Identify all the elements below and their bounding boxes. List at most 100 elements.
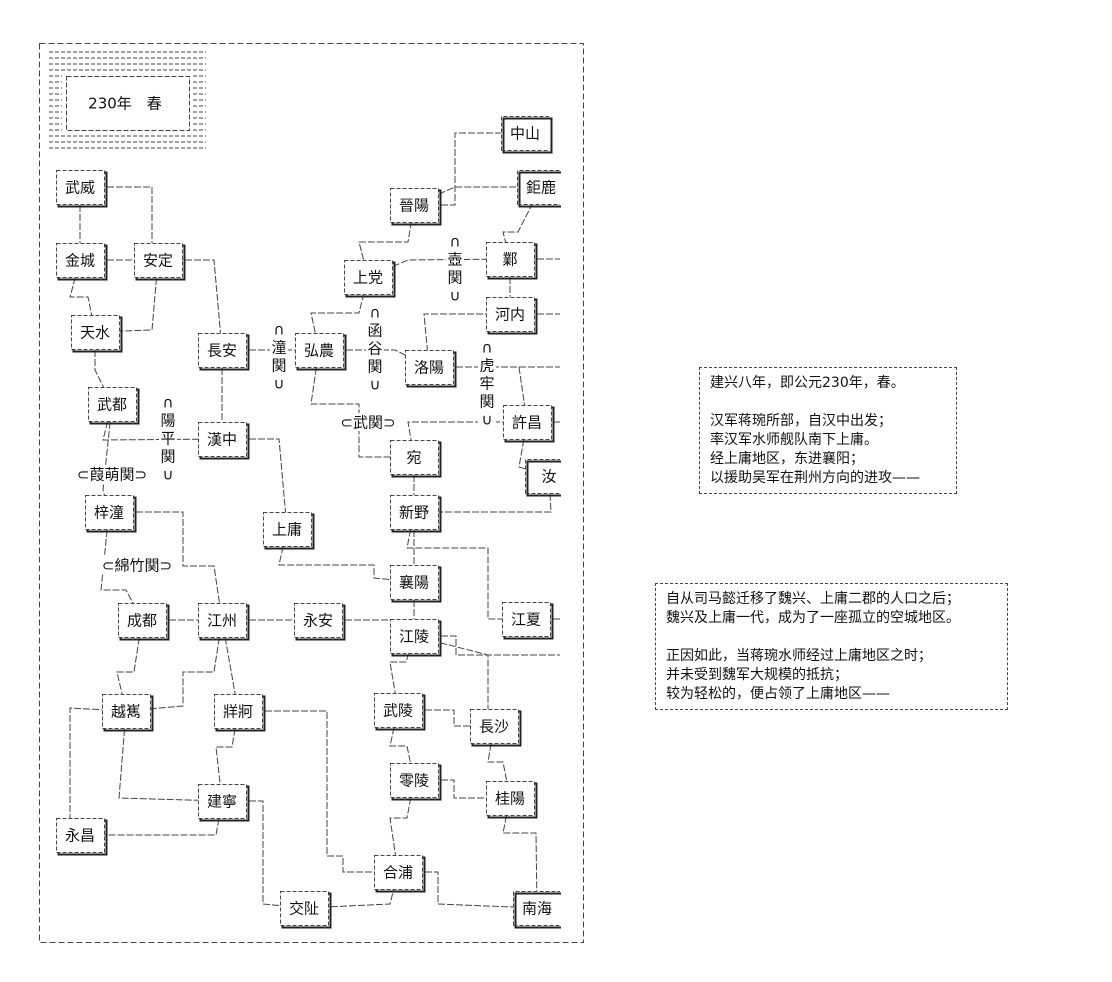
city-tianshui: 天水 <box>71 315 123 353</box>
city-yuexi: 越嶲 <box>102 694 154 732</box>
note-1-line <box>710 393 946 412</box>
city-wan: 宛 <box>390 440 442 478</box>
city-label: 交阯 <box>289 900 319 918</box>
city-label: 漢中 <box>207 431 237 449</box>
city-xinye: 新野 <box>390 495 442 533</box>
city-shangyong: 上庸 <box>263 512 315 550</box>
city-label: 長安 <box>207 342 237 360</box>
map-frame <box>39 43 584 943</box>
note-2-line: 魏兴及上庸一代，成为了一座孤立的空城地区。 <box>666 610 960 626</box>
city-wudu: 武都 <box>88 387 140 425</box>
city-label: 宛 <box>406 449 421 467</box>
pass-jiamengguan: ⊂葭萌関⊃ <box>74 465 150 484</box>
city-label: 鉅鹿 <box>526 179 556 197</box>
city-jiaozhi: 交阯 <box>280 891 332 929</box>
note-2-line: 较为轻松的，便占领了上庸地区—— <box>666 686 890 702</box>
pass-glyph: 平 <box>160 430 175 448</box>
pass-glyph: 虎 <box>479 357 494 375</box>
city-label: 弘農 <box>304 342 334 360</box>
city-label: 牂牁 <box>223 703 253 721</box>
city-shangdang: 上党 <box>344 260 396 298</box>
year-label: 230年 春 <box>88 95 162 113</box>
city-label: 江州 <box>207 612 237 630</box>
pass-glyph: 谷 <box>367 340 382 358</box>
pass-hanguguan: ∩函谷関∪ <box>366 304 384 394</box>
city-label: 新野 <box>399 504 429 522</box>
city-jiangzhou: 江州 <box>198 603 250 641</box>
city-jiangxia: 江夏 <box>502 602 554 640</box>
pass-glyph: 関 <box>271 357 286 375</box>
pass-glyph: 関 <box>479 393 494 411</box>
city-label: 長沙 <box>479 718 509 736</box>
city-jinyang: 晉陽 <box>390 188 442 226</box>
city-zhongshan: 中山 <box>501 116 553 154</box>
city-anding: 安定 <box>134 243 186 281</box>
pass-label: ⊂綿竹関⊃ <box>102 557 172 575</box>
city-label: 南海 <box>522 900 552 918</box>
pass-glyph: ∪ <box>370 376 381 394</box>
pass-hulaoguan: ∩虎牢関∪ <box>478 339 496 429</box>
note-1: 建兴八年，即公元230年，春。 汉军蒋琬所部，自汉中出发； 率汉军水师舰队南下上… <box>699 367 957 494</box>
pass-tongguan: ∩潼関∪ <box>270 321 288 393</box>
city-label: 汝 <box>541 468 556 486</box>
city-label: 越嶲 <box>111 703 141 721</box>
pass-glyph: ∩ <box>370 304 381 322</box>
pass-glyph: ∩ <box>163 394 174 412</box>
note-2-line <box>666 628 997 647</box>
city-jiangling: 江陵 <box>390 619 442 657</box>
city-label: 洛陽 <box>414 359 444 377</box>
pass-label: ⊂武関⊃ <box>340 414 395 432</box>
city-label: 許昌 <box>512 414 542 432</box>
city-label: 上庸 <box>272 521 302 539</box>
note-1-line: 汉军蒋琬所部，自汉中出发； <box>710 413 892 429</box>
note-2-line: 自从司马懿迁移了魏兴、上庸二郡的人口之后； <box>666 591 960 607</box>
city-label: 江陵 <box>399 628 429 646</box>
city-julu: 鉅鹿 <box>517 170 569 208</box>
city-label: 成都 <box>127 612 157 630</box>
city-henei: 河内 <box>486 297 538 335</box>
note-2: 自从司马懿迁移了魏兴、上庸二郡的人口之后； 魏兴及上庸一代，成为了一座孤立的空城… <box>655 583 1008 710</box>
city-zangke: 牂牁 <box>214 694 266 732</box>
city-hanzhong: 漢中 <box>198 422 250 460</box>
city-ye: 鄴 <box>486 242 538 280</box>
pass-glyph: 潼 <box>271 339 286 357</box>
city-jincheng: 金城 <box>56 243 108 281</box>
city-label: 上党 <box>353 269 383 287</box>
city-guiyang: 桂陽 <box>486 781 538 819</box>
city-label: 永昌 <box>65 827 95 845</box>
note-2-line: 并未受到魏军大规模的抵抗； <box>666 667 848 683</box>
passes: ∩潼関∪∩函谷関∪∩壺関∪∩虎牢関∪∩陽平関∪⊂葭萌関⊃⊂武関⊃⊂綿竹関⊃ <box>74 233 496 575</box>
city-label: 河内 <box>495 306 525 324</box>
pass-glyph: 関 <box>367 358 382 376</box>
pass-glyph: 牢 <box>479 375 494 393</box>
pass-glyph: ∪ <box>450 287 461 305</box>
city-hongnong: 弘農 <box>295 333 347 371</box>
pass-glyph: 壺 <box>447 251 462 269</box>
city-label: 安定 <box>143 252 173 270</box>
city-label: 中山 <box>510 125 540 143</box>
note-1-line: 以援助吴军在荆州方向的进攻—— <box>710 470 920 486</box>
city-wuling: 武陵 <box>374 693 426 731</box>
city-label: 江夏 <box>511 611 541 629</box>
pass-glyph: ∪ <box>274 375 285 393</box>
city-label: 金城 <box>65 252 95 270</box>
city-changan: 長安 <box>198 333 250 371</box>
city-label: 武威 <box>65 179 95 197</box>
city-label: 武陵 <box>383 702 413 720</box>
city-label: 桂陽 <box>495 790 525 808</box>
note-1-line: 率汉军水师舰队南下上庸。 <box>710 432 878 448</box>
city-xuchang: 許昌 <box>503 405 555 443</box>
year-box: 230年 春 <box>49 51 206 149</box>
pass-glyph: 関 <box>160 448 175 466</box>
pass-glyph: ∪ <box>482 411 493 429</box>
pass-label: ⊂葭萌関⊃ <box>77 466 147 484</box>
city-yongan: 永安 <box>294 603 346 641</box>
pass-glyph: 関 <box>447 269 462 287</box>
city-changsha: 長沙 <box>470 709 522 747</box>
note-1-line: 建兴八年，即公元230年，春。 <box>710 375 905 391</box>
pass-glyph: 陽 <box>160 412 175 430</box>
city-label: 永安 <box>303 612 333 630</box>
city-label: 鄴 <box>502 251 517 269</box>
pass-mianzhuguan: ⊂綿竹関⊃ <box>99 556 175 575</box>
